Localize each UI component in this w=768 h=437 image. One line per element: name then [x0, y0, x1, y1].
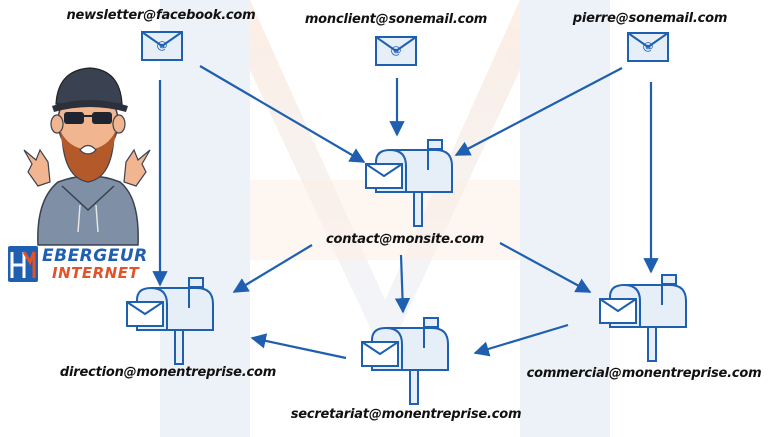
mailbox-icon-direction: [126, 277, 214, 365]
svg-text:@: @: [391, 44, 402, 57]
arrow-contact-to-secretariat: [394, 254, 411, 314]
arrow-secretariat-to-direction: [250, 333, 347, 360]
brand-line-2: INTERNET: [52, 264, 140, 282]
arrow-contact-to-direction: [232, 244, 313, 293]
brand-logo: [8, 246, 38, 282]
arrow-commercial-to-secretariat: [473, 323, 569, 357]
recipient-label-direction: direction@monentreprise.com: [59, 365, 277, 380]
brand-line-1: EBERGEUR: [42, 246, 148, 266]
arrow-contact-to-commercial: [499, 242, 592, 293]
brand-name: EBERGEUR INTERNET: [6, 244, 156, 286]
arrow-newsletter-to-contact: [199, 65, 366, 163]
envelope-icon-monclient: @: [375, 36, 417, 66]
connection-arrows: [152, 65, 659, 360]
recipient-label-secretariat: secretariat@monentreprise.com: [290, 407, 522, 422]
svg-text:@: @: [643, 40, 654, 53]
sender-label-monclient: monclient@sonemail.com: [304, 12, 488, 27]
mailbox-icon-secretariat: [361, 317, 449, 405]
svg-text:@: @: [157, 39, 168, 52]
hub-label-contact: contact@monsite.com: [325, 232, 485, 247]
sender-label-pierre: pierre@sonemail.com: [572, 11, 728, 26]
recipient-label-commercial: commercial@monentreprise.com: [526, 366, 762, 381]
envelope-icon-newsletter: @: [141, 31, 183, 61]
mailbox-icon-contact: [365, 139, 453, 227]
arrow-pierre-to-contact: [454, 67, 623, 156]
cartoon-character: [23, 67, 151, 246]
mailbox-icon-commercial: [599, 274, 687, 362]
envelope-icon-pierre: @: [627, 32, 669, 62]
sender-label-newsletter: newsletter@facebook.com: [66, 8, 256, 23]
